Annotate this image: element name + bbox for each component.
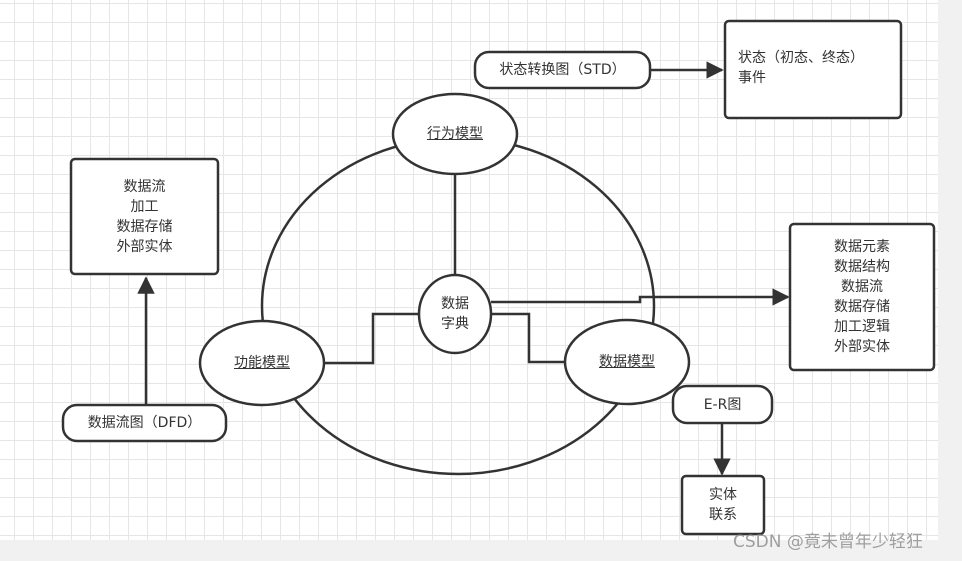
std-pill-label: 状态转换图（STD） — [499, 62, 626, 78]
data-dictionary-label: 数据 字典 — [441, 296, 469, 332]
dict-box-text: 数据元素 数据结构 数据流 数据存储 加工逻辑 外部实体 — [834, 239, 890, 355]
function-model-node[interactable] — [198, 319, 326, 407]
std-pill-shape[interactable] — [473, 50, 652, 90]
diagram-canvas: 行为模型 功能模型 数据模型 数据 字典 状态转换图（STD） 状态（初态、终态… — [0, 0, 938, 540]
dict-box-shape[interactable] — [788, 222, 936, 372]
diagram-svg — [61, 19, 936, 536]
std-box-text: 状态（初态、终态） 事件 — [738, 50, 864, 86]
er-pill-shape[interactable] — [671, 384, 774, 425]
data-model-label: 数据模型 — [599, 354, 655, 370]
dfd-box-text: 数据流 加工 数据存储 外部实体 — [116, 179, 173, 255]
er-box-text: 实体 联系 — [709, 487, 737, 523]
dfd-pill-label: 数据流图（DFD） — [87, 415, 202, 431]
watermark: CSDN @竟未曾年少轻狂 — [733, 532, 923, 552]
dfd-box-shape[interactable] — [69, 157, 220, 276]
behavior-model-label: 行为模型 — [427, 126, 483, 142]
data-model-node[interactable] — [563, 318, 691, 406]
connector-function-center — [323, 312, 419, 365]
std-box-shape[interactable] — [723, 19, 903, 120]
connector-center-data — [491, 312, 566, 364]
behavior-model-node[interactable] — [391, 92, 519, 176]
data-dictionary-node[interactable] — [417, 273, 493, 355]
arrow-center-to-dict-box — [491, 288, 790, 306]
er-box-shape[interactable] — [680, 474, 766, 536]
er-pill-label: E-R图 — [703, 397, 742, 413]
dfd-pill-shape[interactable] — [61, 403, 228, 443]
function-model-label: 功能模型 — [234, 355, 290, 371]
